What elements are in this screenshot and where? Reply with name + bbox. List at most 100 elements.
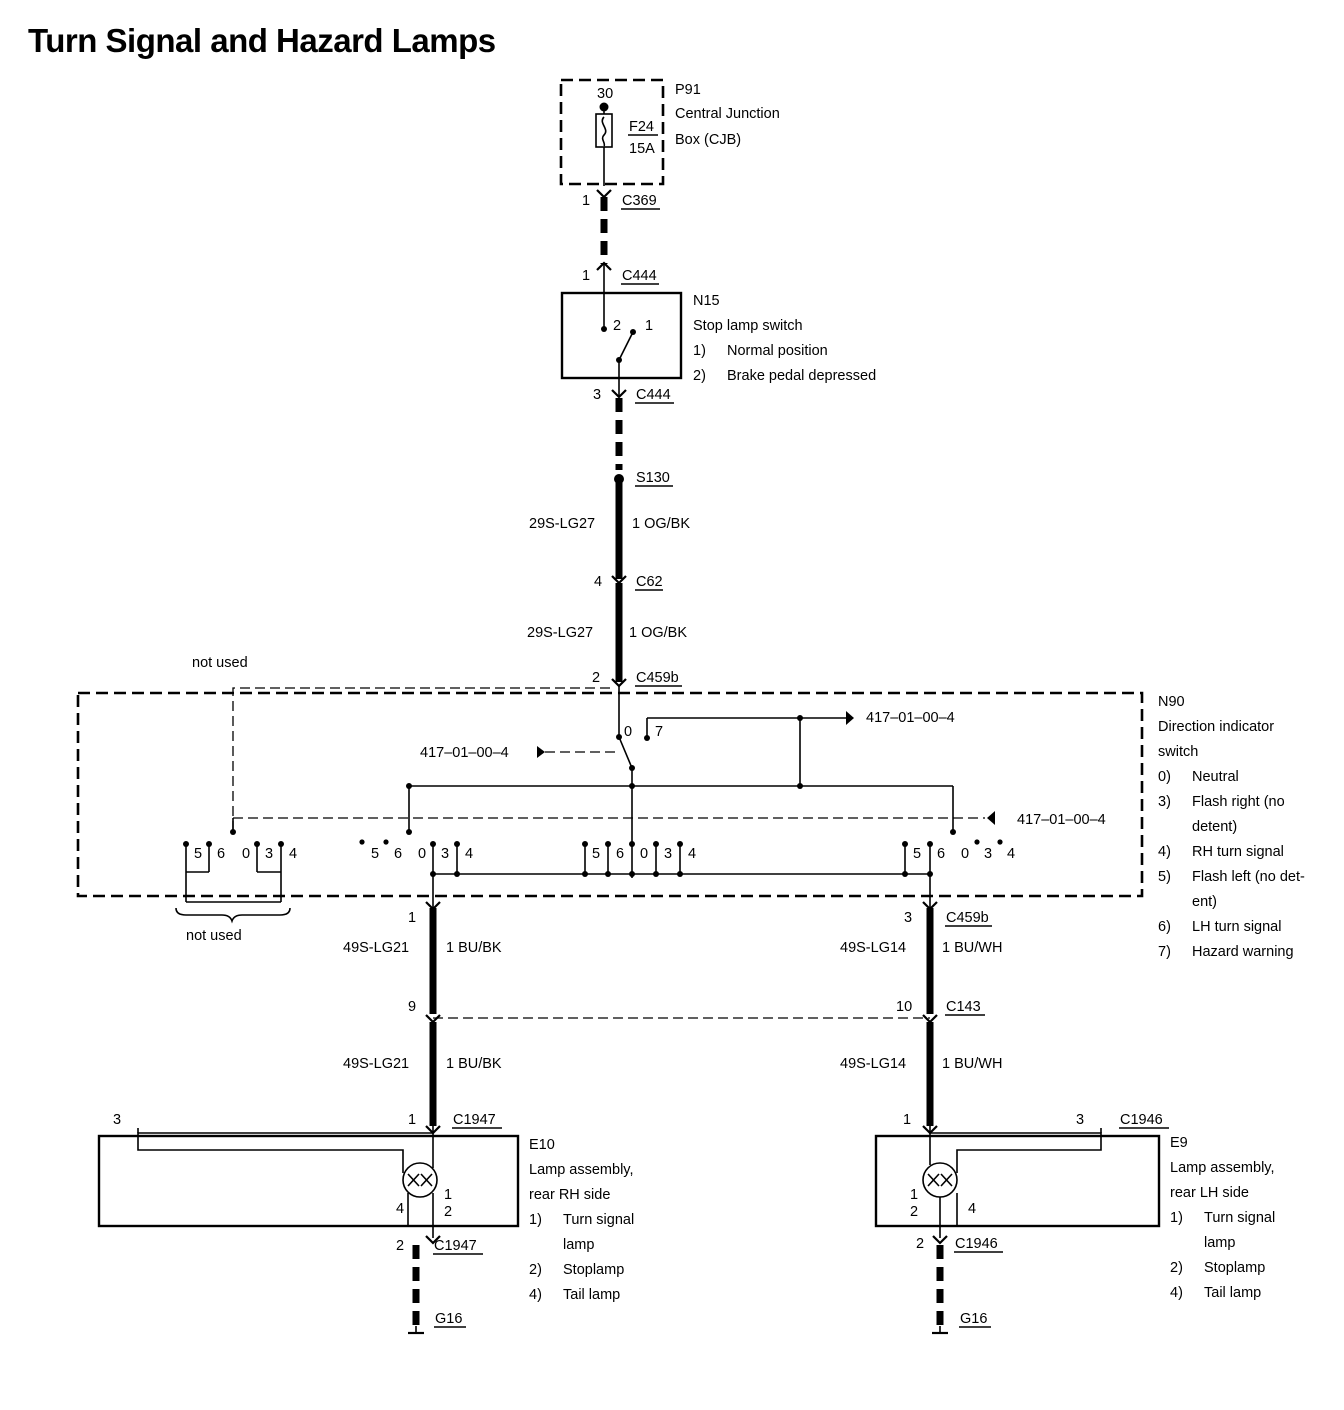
n90-legend-3-cont: detent): [1192, 819, 1237, 835]
g3-pin-4: 4: [688, 846, 696, 862]
n90-legend-3-num: 3): [1158, 794, 1171, 810]
e10-connector-bottom: C1947: [434, 1238, 477, 1254]
wire-left-1-spec: 1 BU/BK: [446, 940, 502, 956]
n90-legend-4-num: 4): [1158, 844, 1171, 860]
p91-boundary: [559, 78, 665, 186]
n90-switch-blade: [618, 736, 633, 769]
s130-label: S130: [636, 470, 670, 486]
n15-pin-2: 2: [613, 318, 621, 334]
e9-legend-1-cont: lamp: [1204, 1235, 1235, 1251]
contact-group-1: 5 6 0 3 4: [183, 818, 297, 903]
fuse-id-label: F24: [629, 119, 654, 135]
e10-ground-label: G16: [435, 1311, 462, 1327]
n15-legend-1-text: Normal position: [727, 343, 828, 359]
e9-legend-1-num: 1): [1170, 1210, 1183, 1226]
n90-legend-7-num: 7): [1158, 944, 1171, 960]
e10-id: E10: [529, 1137, 555, 1153]
e9-lamp-pin-4: 4: [968, 1201, 976, 1217]
c143-pin-left: 9: [408, 999, 416, 1015]
page-title: Turn Signal and Hazard Lamps: [28, 22, 496, 59]
connector-c459b-outputs: 1 3 C459b: [408, 901, 992, 927]
n90-id: N90: [1158, 694, 1185, 710]
n90-legend-5-num: 5): [1158, 869, 1171, 885]
n90-ref-2: 417–01–00–4: [420, 745, 509, 761]
g3-pin-5: 5: [592, 846, 600, 862]
e10-name-line1: Lamp assembly,: [529, 1162, 634, 1178]
wire-main-1-circuit: 29S-LG27: [529, 516, 595, 532]
n90-legend-7-text: Hazard warning: [1192, 944, 1294, 960]
n90-legend-5-cont: ent): [1192, 894, 1217, 910]
e10-pin-1: 1: [408, 1112, 416, 1128]
p91-id: P91: [675, 82, 701, 98]
p91-name-line2: Box (CJB): [675, 132, 741, 148]
e9-legend-1-text: Turn signal: [1204, 1210, 1275, 1226]
fuse-element: [601, 116, 607, 147]
n90-legend-0-num: 0): [1158, 769, 1171, 785]
e10-legend-1-cont: lamp: [563, 1237, 594, 1253]
e10-legend-4-text: Tail lamp: [563, 1287, 620, 1303]
e9-ground-label: G16: [960, 1311, 987, 1327]
g1-pin-6: 6: [217, 846, 225, 862]
n90-legend-6-num: 6): [1158, 919, 1171, 935]
g2-pin-0: 0: [418, 846, 426, 862]
e9-id: E9: [1170, 1135, 1188, 1151]
n90-legend-4-text: RH turn signal: [1192, 844, 1284, 860]
e9-lamp-pin-1: 1: [910, 1187, 918, 1203]
c444-out-pin: 3: [593, 387, 601, 403]
p91-pin-label: 30: [597, 86, 613, 102]
g1-pin-3: 3: [265, 846, 273, 862]
e9-connector-bottom: C1946: [955, 1236, 998, 1252]
wire-right-2-circuit: 49S-LG14: [840, 1056, 906, 1072]
wire-right-1-circuit: 49S-LG14: [840, 940, 906, 956]
n90-legend-6-text: LH turn signal: [1192, 919, 1281, 935]
c444-out-label: C444: [636, 387, 671, 403]
n15-pin-1: 1: [645, 318, 653, 334]
c62-pin: 4: [594, 574, 602, 590]
g4-pin-4: 4: [1007, 846, 1015, 862]
e10-pin-3: 3: [113, 1112, 121, 1128]
e10-connector-top: C1947: [453, 1112, 496, 1128]
e9-pin-1: 1: [903, 1112, 911, 1128]
wire-left-2-spec: 1 BU/BK: [446, 1056, 502, 1072]
e9-name-line2: rear LH side: [1170, 1185, 1249, 1201]
p91-central-junction-box: 30 F24 15A P91 Central Junction Box (CJB…: [559, 78, 780, 186]
e10-legend-1-text: Turn signal: [563, 1212, 634, 1228]
n15-legend-2-text: Brake pedal depressed: [727, 368, 876, 384]
c369-pin: 1: [582, 193, 590, 209]
n15-id: N15: [693, 293, 720, 309]
contact-group-2: 5 6 0 3 4: [359, 829, 473, 902]
g4-pin-5: 5: [913, 846, 921, 862]
c459b-out-label: C459b: [946, 910, 989, 926]
not-used-bracket: [175, 907, 291, 924]
g2-pin-6: 6: [394, 846, 402, 862]
c459b-out-pin-right: 3: [904, 910, 912, 926]
e9-legend-4-num: 4): [1170, 1285, 1183, 1301]
e10-pin-2: 2: [396, 1238, 404, 1254]
c459b-in-pin: 2: [592, 670, 600, 686]
c459b-in-label: C459b: [636, 670, 679, 686]
g2-pin-4: 4: [465, 846, 473, 862]
g2-pin-5: 5: [371, 846, 379, 862]
n90-pin-0-top: 0: [624, 724, 632, 740]
e10-lamp-pin-1: 1: [444, 1187, 452, 1203]
e9-pin-3: 3: [1076, 1112, 1084, 1128]
n90-ref-3: 417–01–00–4: [1017, 812, 1106, 828]
not-used-top-line: [232, 687, 610, 831]
n90-boundary: [76, 691, 1144, 898]
contact-group-4: 5 6 0 3 4: [902, 829, 1015, 902]
c444-in-label: C444: [622, 268, 657, 284]
e10-lamp-pin-4: 4: [396, 1201, 404, 1217]
wire-left-2-circuit: 49S-LG21: [343, 1056, 409, 1072]
connector-c62: 4 C62: [594, 574, 663, 591]
connector-c143: 9 10 C143: [408, 999, 985, 1024]
n90-legend-5-text: Flash left (no det-: [1192, 869, 1305, 885]
e10-lamp-assembly-rear-rh: 1 3 C1947 1 2 4 2 C1947 G16 E10 Lamp ass…: [97, 1112, 634, 1335]
wire-main-1-spec: 1 OG/BK: [632, 516, 690, 532]
e10-legend-2-num: 2): [529, 1262, 542, 1278]
splice-s130: S130: [614, 470, 673, 487]
e9-connector-top: C1946: [1120, 1112, 1163, 1128]
n15-body: [560, 291, 683, 380]
connector-c369: 1 C369: [582, 189, 660, 210]
e10-body: [97, 1134, 520, 1228]
